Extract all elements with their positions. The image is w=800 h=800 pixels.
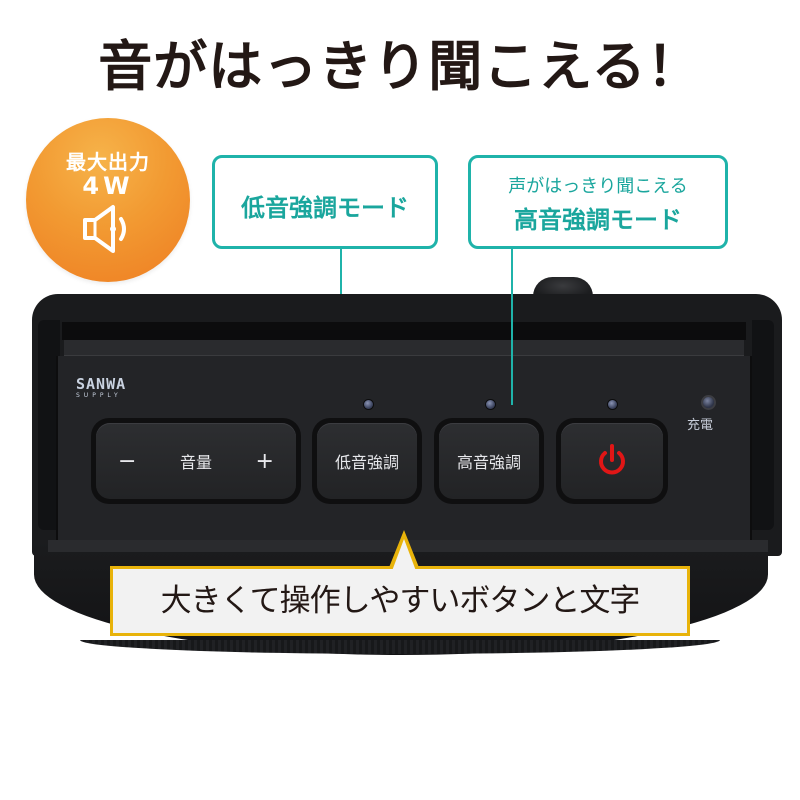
volume-up-button[interactable]: + (255, 448, 274, 474)
treble-mode-subtitle: 声がはっきり聞こえる (508, 176, 688, 197)
badge-wattage: 4W (82, 172, 134, 200)
bass-led (364, 400, 373, 409)
brand-logo-top: SANWA (76, 375, 127, 393)
treble-mode-callout: 声がはっきり聞こえる 高音強調モード (468, 155, 728, 249)
bass-mode-callout: 低音強調モード (212, 155, 438, 249)
device-side-right (752, 320, 774, 530)
feature-caption-bubble: 大きくて操作しやすいボタンと文字 (110, 566, 690, 636)
device-top-rail (64, 340, 744, 356)
bubble-pointer-fill (392, 539, 416, 571)
bass-boost-label: 低音強調 (334, 453, 399, 472)
charge-label: 充電 (687, 418, 714, 433)
power-led (608, 400, 617, 409)
power-button[interactable] (561, 423, 663, 499)
device-side-left (38, 320, 60, 530)
volume-rocker[interactable]: − 音量 + (96, 423, 296, 499)
device-knob (533, 277, 593, 299)
treble-button-well: 高音強調 (434, 418, 544, 504)
charge-led (703, 397, 714, 408)
bass-boost-button[interactable]: 低音強調 (317, 423, 417, 499)
treble-mode-title: 高音強調モード (514, 206, 682, 234)
device-base-texture (80, 640, 720, 654)
speaker-icon (83, 205, 126, 253)
bass-button-well: 低音強調 (312, 418, 422, 504)
device-top-slot (62, 322, 746, 340)
badge-label: 最大出力 (66, 150, 150, 174)
volume-label: 音量 (179, 453, 212, 472)
power-button-well (556, 418, 668, 504)
power-icon (599, 444, 625, 475)
page-headline: 音がはっきり聞こえる！ (98, 34, 702, 98)
max-output-badge: 最大出力 4W (26, 118, 190, 282)
treble-leader-line (511, 249, 513, 405)
brand-logo-bottom: SUPPLY (76, 392, 122, 399)
brand-logo: SANWA SUPPLY (76, 377, 126, 400)
volume-down-button[interactable]: − (118, 448, 137, 474)
volume-button-well: − 音量 + (91, 418, 301, 504)
treble-boost-button[interactable]: 高音強調 (439, 423, 539, 499)
bass-mode-title: 低音強調モード (241, 194, 409, 222)
treble-led (486, 400, 495, 409)
treble-boost-label: 高音強調 (456, 453, 521, 472)
